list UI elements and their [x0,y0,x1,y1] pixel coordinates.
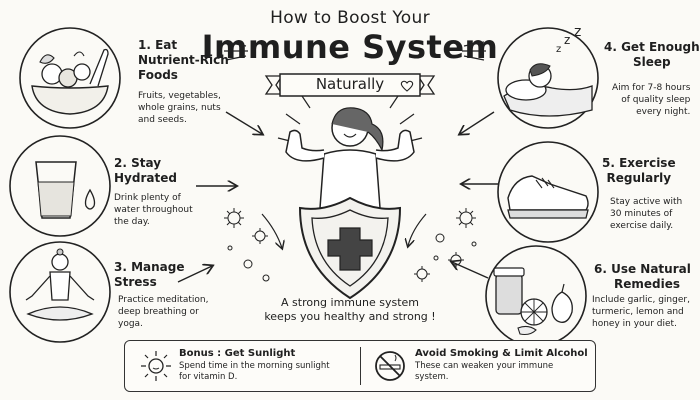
tip-1-text-line: and seeds. [138,115,187,125]
tip-1-title-line: 1. Eat [138,38,178,52]
no-smoking-icon [375,351,405,381]
tip-1-title: 1. Eat Nutrient-Rich Foods [138,38,229,83]
tips-footer-box: Bonus : Get Sunlight Spend time in the m… [124,340,596,392]
tip-3-title-line: Stress [114,275,157,289]
tip-1-title-line: Foods [138,68,178,82]
bonus-text: Spend time in the morning sunlight for v… [179,361,330,383]
tip-4-text-line: of quality sleep [621,95,691,105]
tip-5-text-line: Stay active with [610,197,683,207]
ribbon-icon [264,73,436,97]
tip-1-text-line: Fruits, vegetables, [138,91,221,101]
center-message-line: A strong immune system [281,296,419,309]
sun-icon [141,351,171,381]
tip-2-title-line: Hydrated [114,171,177,185]
svg-text:z: z [574,26,581,40]
tip-4-text: Aim for 7-8 hours of quality sleep every… [612,82,690,118]
tip-4-title-line: Sleep [633,55,671,69]
tip-3-text-line: deep breathing or [118,307,199,317]
ribbon-text: Naturally [315,75,385,93]
tip-3-title: 3. Manage Stress [114,260,185,290]
tip-6-title: 6. Use Natural Remedies [594,262,691,292]
arrow-4 [460,111,495,134]
tip-6-text-line: honey in your diet. [592,319,677,329]
avoid-text-line: These can weaken your immune [415,361,554,371]
tip-6-text: Include garlic, ginger, turmeric, lemon … [592,294,690,330]
remedies-icon [485,245,587,347]
water-glass-icon [9,135,111,237]
tip-5-title-line: Regularly [606,171,672,185]
tip-4-text-line: Aim for 7-8 hours [612,83,691,93]
title-spark-left-icon [224,41,248,61]
arrow-1 [225,111,262,134]
tip-6-text-line: turmeric, lemon and [592,307,684,317]
title-line-1: How to Boost Your [270,8,430,28]
tip-6-text-line: Include garlic, ginger, [592,295,690,305]
bonus-text-line: for vitamin D. [179,372,238,382]
tip-2-text-line: water throughout [114,205,193,215]
tip-1-text: Fruits, vegetables, whole grains, nuts a… [138,90,221,126]
tip-5-title-line: 5. Exercise [602,156,676,170]
footer-divider [360,347,362,385]
tip-5-text-line: exercise daily. [610,221,674,231]
strong-woman-shield-icon [224,95,477,300]
tip-2-title-line: 2. Stay [114,156,162,170]
sleeping-person-icon: z z z [497,26,599,129]
tip-2-text-line: the day. [114,217,150,227]
avoid-title: Avoid Smoking & Limit Alcohol [415,348,588,359]
center-message-line: keeps you healthy and strong ! [264,310,436,323]
tip-3-text-line: yoga. [118,319,143,329]
tip-2-title: 2. Stay Hydrated [114,156,177,186]
tip-4-text-line: every night. [636,107,691,117]
tip-6-title-line: Remedies [614,277,681,291]
tip-4-title-line: 4. Get Enough [604,40,700,54]
fruit-bowl-icon [19,27,121,129]
tip-3-text: Practice meditation, deep breathing or y… [118,294,208,330]
center-message: A strong immune system keeps you healthy… [250,296,450,324]
meditation-icon [9,241,111,343]
tip-4-title: 4. Get Enough Sleep [604,40,700,70]
tip-5-text: Stay active with 30 minutes of exercise … [610,196,682,232]
avoid-text: These can weaken your immune system. [415,361,553,383]
arrow-7 [261,213,282,248]
svg-text:z: z [556,44,561,55]
tip-6-title-line: 6. Use Natural [594,262,691,276]
heart-icon [400,80,414,92]
bonus-text-line: Spend time in the morning sunlight [179,361,330,371]
page-title: Immune System [201,28,499,66]
arrow-8 [408,213,427,246]
tip-1-text-line: whole grains, nuts [138,103,221,113]
ribbon-banner: Naturally [262,72,438,98]
tip-5-text-line: 30 minutes of [610,209,673,219]
title-spark-right-icon [462,41,486,61]
tip-3-title-line: 3. Manage [114,260,185,274]
arrow-3 [177,266,212,283]
bonus-title: Bonus : Get Sunlight [179,348,296,359]
tip-2-text: Drink plenty of water throughout the day… [114,192,193,228]
tip-2-text-line: Drink plenty of [114,193,181,203]
tip-1-title-line: Nutrient-Rich [138,53,229,67]
sneaker-icon [497,141,599,243]
tip-5-title: 5. Exercise Regularly [602,156,676,186]
tip-3-text-line: Practice meditation, [118,295,209,305]
svg-text:z: z [564,33,570,47]
avoid-text-line: system. [415,372,449,382]
